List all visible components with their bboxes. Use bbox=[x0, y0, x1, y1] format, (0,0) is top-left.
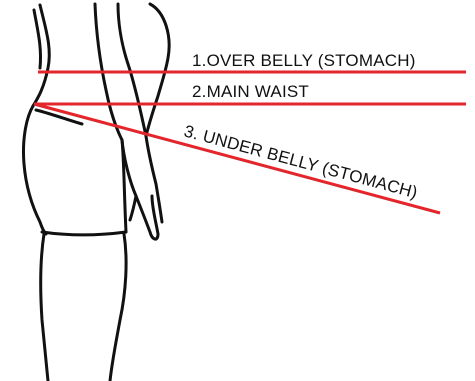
torso-front-outline bbox=[146, 4, 169, 136]
leg-back-outline bbox=[41, 234, 48, 381]
under-belly-line bbox=[34, 104, 440, 213]
hand-fingers bbox=[130, 136, 162, 222]
leg-front-outline bbox=[110, 234, 126, 381]
torso-back-inner-line bbox=[34, 10, 41, 68]
body-figure-illustration bbox=[23, 4, 169, 381]
shorts-hem bbox=[42, 232, 126, 235]
hand-outline bbox=[122, 140, 158, 239]
main-waist-label: 2.MAIN WAIST bbox=[192, 82, 309, 101]
shorts-front-outline bbox=[122, 140, 126, 232]
under-belly-label: 3. UNDER BELLY (STOMACH) bbox=[182, 122, 420, 203]
over-belly-label: 1.OVER BELLY (STOMACH) bbox=[192, 51, 416, 70]
arm-inner-outline bbox=[118, 4, 146, 136]
measurement-labels: 1.OVER BELLY (STOMACH) 2.MAIN WAIST 3. U… bbox=[182, 51, 420, 202]
buttock-outline bbox=[23, 106, 46, 234]
